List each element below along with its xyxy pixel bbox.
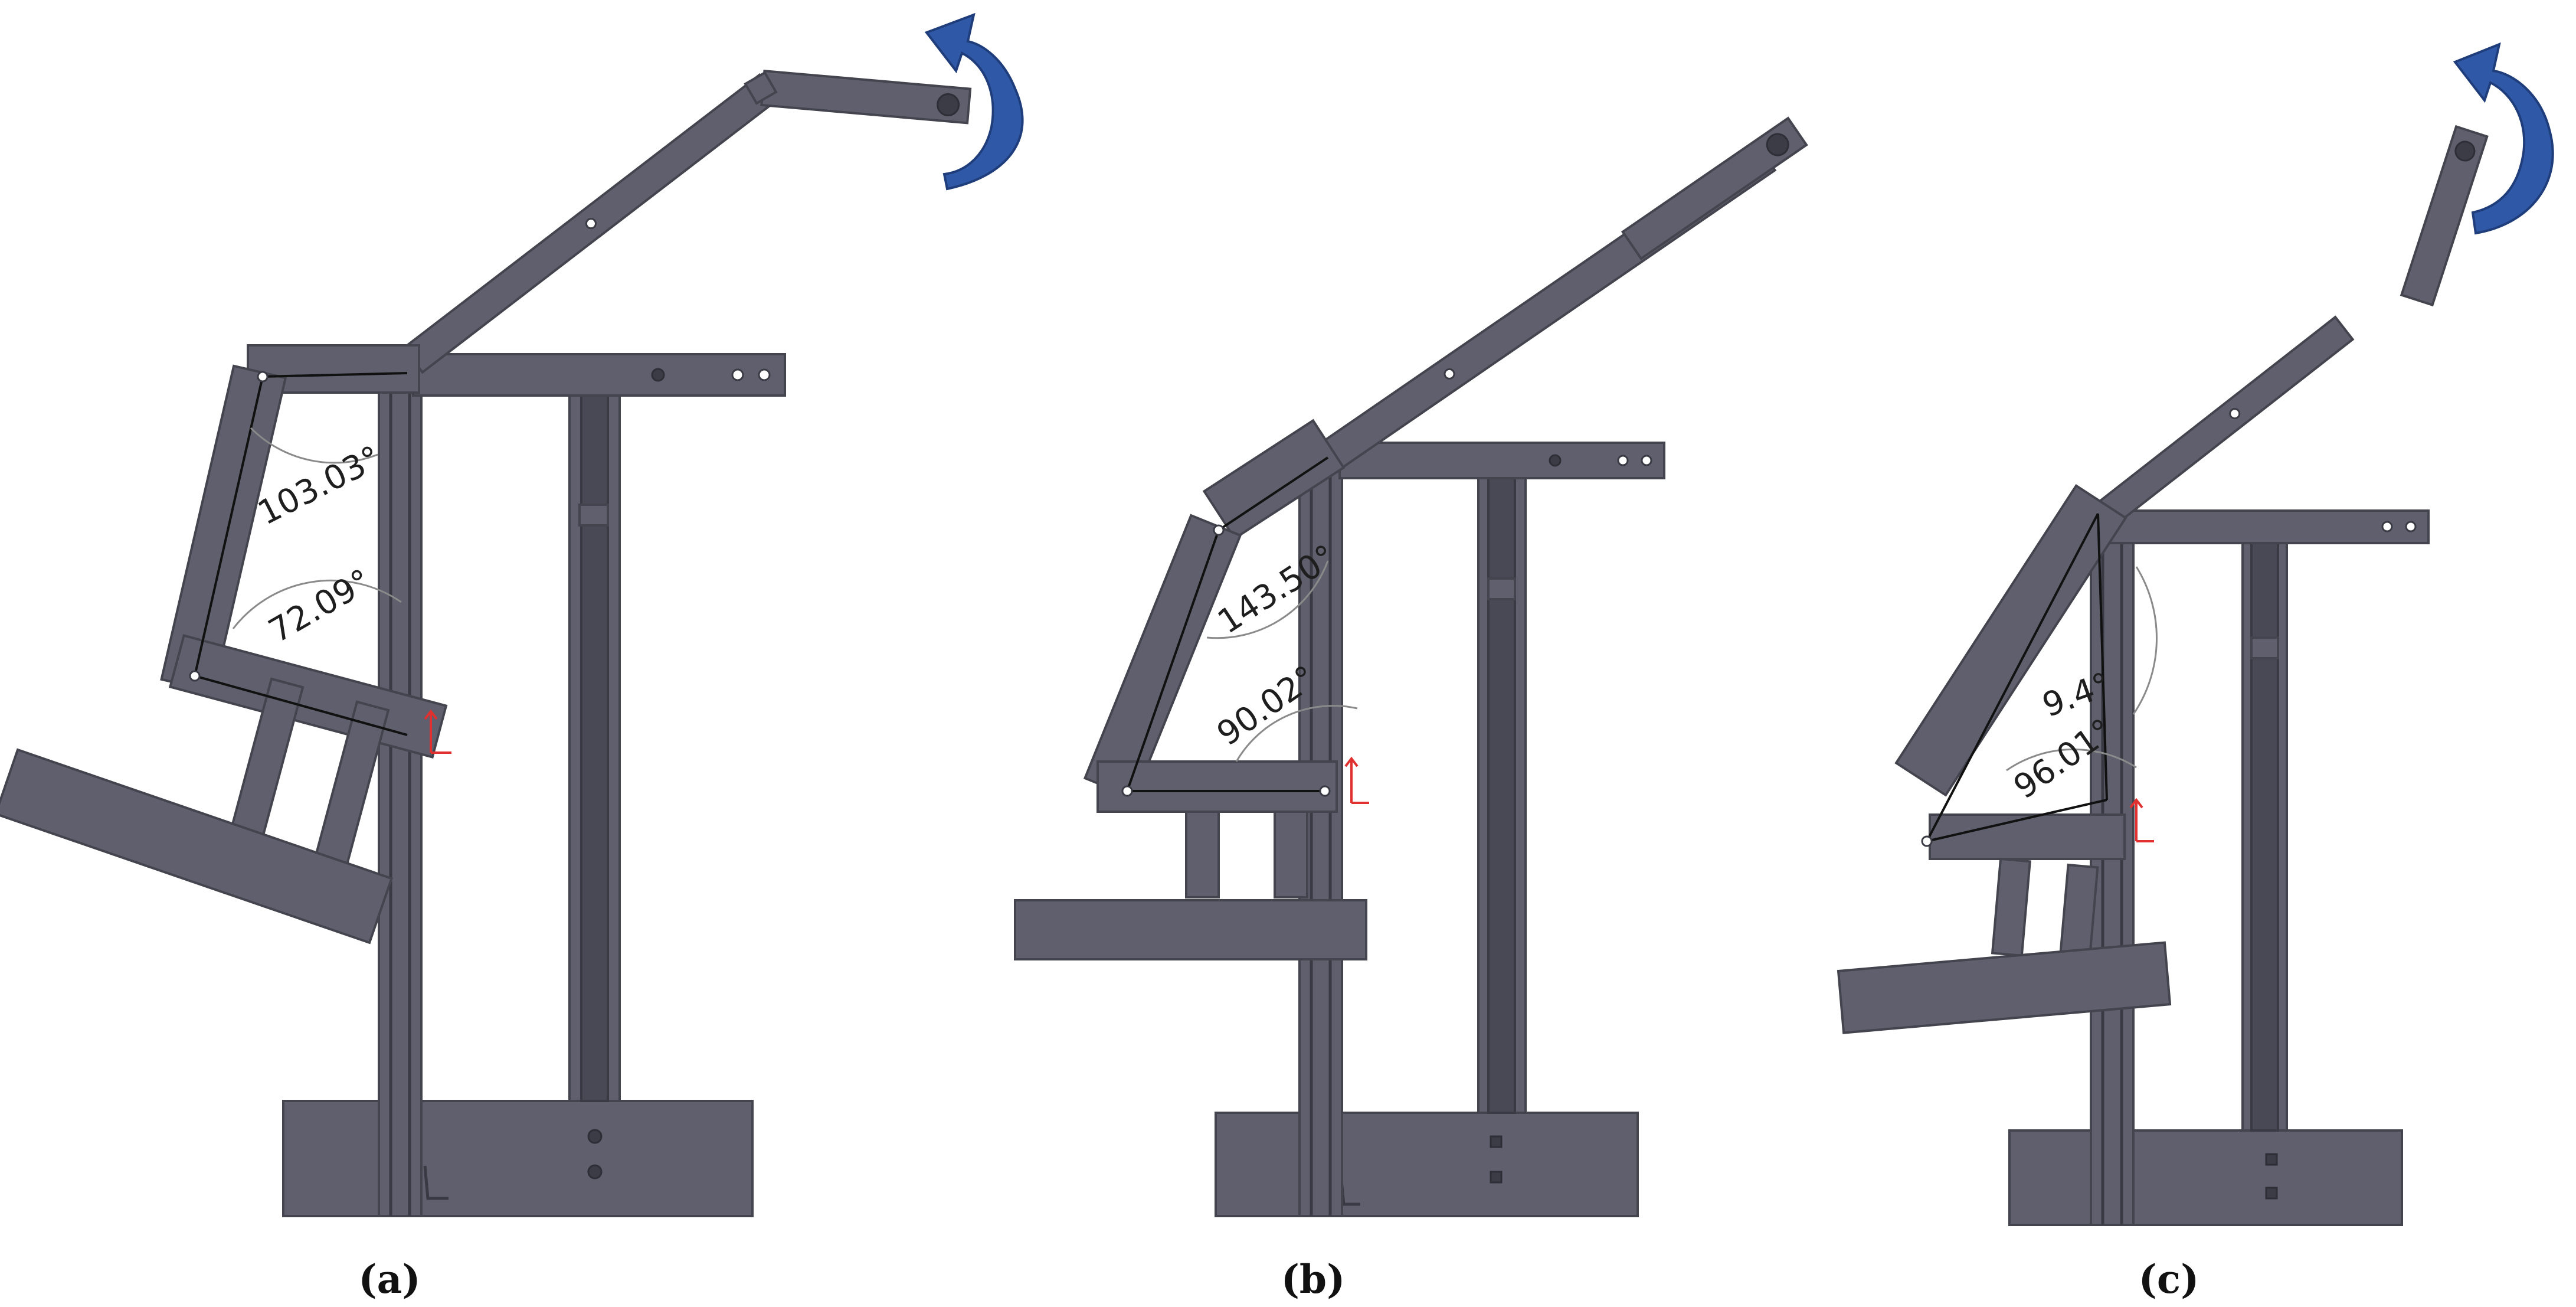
panel-b-backrest-link (1083, 514, 1242, 800)
panel-c-top-bar (2106, 509, 2430, 544)
panel-a-angle-lower: 72.09° (263, 562, 378, 651)
panel-b-seat-frame (1096, 760, 1338, 813)
coordinate-axis-icon (424, 709, 451, 754)
panel-c-base (2008, 1129, 2403, 1226)
panel-b-front-post (1298, 465, 1343, 1217)
panel-b-seat-plate (1014, 899, 1367, 960)
panel-b-label: (b) (1281, 1256, 1346, 1302)
panel-b: 143.50° 90.02° (b) (1014, 116, 1808, 1302)
panel-a-top-bar (412, 353, 786, 397)
panel-a-seat-plate (0, 748, 394, 945)
panel-c-tip-arm (2400, 125, 2489, 307)
panel-c-seat-plate (1837, 941, 2172, 1034)
panel-a-base (282, 1100, 754, 1217)
panel-c: 9.4° 96.01° (c) (1837, 42, 2554, 1302)
panel-b-base (1215, 1112, 1639, 1217)
panel-a-tip-arm (760, 69, 972, 125)
rotation-arrow-icon (924, 12, 1024, 191)
panel-c-long-arm (2096, 315, 2355, 527)
coordinate-axis-icon (1344, 756, 1369, 804)
panel-a-angle-upper: 103.03° (252, 439, 387, 533)
rotation-arrow-icon (2453, 42, 2554, 235)
panel-b-tip-arm (1621, 116, 1808, 260)
panel-b-top-bar (1338, 442, 1665, 479)
coordinate-axis-icon (2129, 798, 2154, 842)
panel-a-label: (a) (358, 1256, 420, 1302)
panel-a-front-post (378, 365, 423, 1217)
panel-a: 103.03° 72.09° (a) (0, 12, 1024, 1302)
panel-c-seat-frame (1929, 813, 2126, 860)
panel-c-label: (c) (2139, 1256, 2199, 1302)
panel-c-backrest-link (1894, 484, 2127, 797)
